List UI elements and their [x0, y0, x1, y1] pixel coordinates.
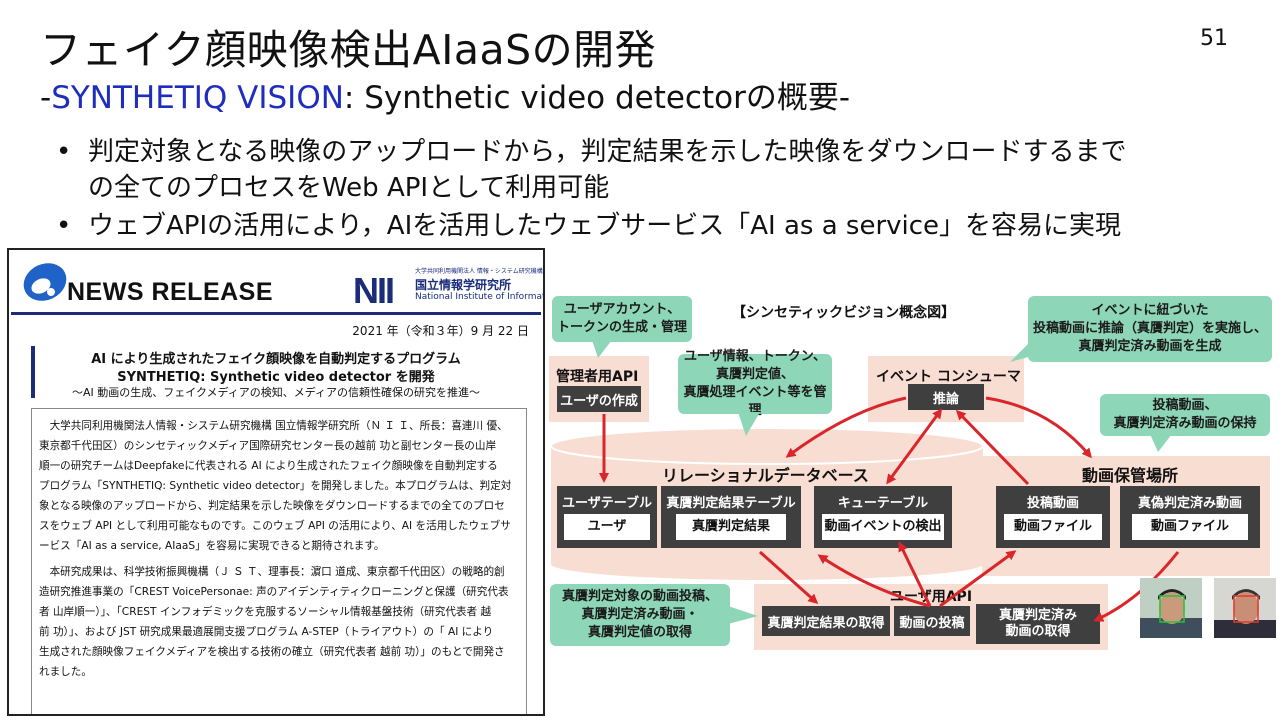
nii-org-japanese: 国立情報学研究所: [415, 278, 512, 292]
callout-line: 真贋判定値の取得: [587, 625, 692, 640]
release-headline-product: SYNTHETIQ: Synthetic video detector を開発: [117, 370, 435, 385]
nii-logo: NII: [353, 270, 395, 311]
bullet-text-line: 判定対象となる映像のアップロードから，判定結果を示した映像をダウンロードするまで: [88, 137, 1127, 167]
queue-table-item: 動画イベントの検出: [822, 514, 944, 540]
storage-label: 動画保管場所: [1082, 466, 1179, 485]
judgement-result-table-name: 真贋判定結果テーブル: [666, 496, 796, 511]
release-body-line: プログラム「SYNTHETIQ: Synthetic video detecto…: [39, 480, 512, 492]
diagram-title: 【シンセティックビジョン概念図】: [732, 305, 956, 321]
judged-video-file-text: 動画ファイル: [1150, 519, 1229, 534]
callout-user-account: ユーザアカウント、トークンの生成・管理: [552, 296, 692, 342]
release-body-line: 前 功）」、および JST 研究成果最適展開支援プログラム A-STEP（トライ…: [39, 626, 494, 638]
release-body-line: 本研究成果は、科学技術振興機構（Ｊ Ｓ Ｔ、理事長：濵口 道成、東京都千代田区）…: [49, 566, 505, 578]
callout-storage: 投稿動画、真贋判定済み動画の保持: [1100, 394, 1270, 436]
bullet-text-line: ウェブAPIの活用により，AIを活用したウェブサービス「AI as a serv…: [88, 211, 1122, 241]
release-body-line: ービス「AI as a service, AIaaS」を容易に実現できると期待さ…: [39, 540, 385, 552]
posted-video-file-text: 動画ファイル: [1013, 519, 1092, 534]
release-body-line: 造研究推進事業の「CREST VoicePersonae: 声のアイデンティティ…: [39, 586, 509, 598]
callout-line: 真贋処理イベント等を管理: [683, 385, 827, 418]
release-date: 2021 年（令和３年）9 月 22 日: [352, 324, 529, 338]
release-headline: AI により生成されたフェイク顔映像を自動判定するプログラム: [91, 352, 461, 367]
callout-line: 真贋判定対象の動画投稿、: [561, 589, 718, 604]
headline-accent-bar: [31, 346, 35, 398]
bullet-item: • ウェブAPIの活用により，AIを活用したウェブサービス「AI as a se…: [56, 208, 1256, 244]
face-icon: [1140, 578, 1202, 638]
user-api-post-video: 動画の投稿: [894, 606, 970, 636]
callout-user-api: 真贋判定対象の動画投稿、真贋判定済み動画・真贋判定値の取得: [550, 584, 730, 646]
subtitle-product-name: SYNTHETIQ VISION: [51, 80, 344, 116]
bullet-text-line: の全てのプロセスをWeb APIとして利用可能: [88, 173, 610, 203]
bullet-item: • 判定対象となる映像のアップロードから，判定結果を示した映像をダウンロードする…: [56, 134, 1256, 206]
face-thumbnail-fake: [1214, 578, 1276, 638]
bullet-dot-icon: •: [56, 137, 72, 167]
release-body-line: 者 山岸順一）」、「CREST インフォデミックを克服するソーシャル情報基盤技術…: [39, 606, 492, 618]
user-api-get-judged-video: 真贋判定済み 動画の取得: [976, 604, 1100, 644]
face-icon: [1214, 578, 1276, 638]
callout-event-inference: イベントに紐づいた投稿動画に推論（真贋判定）を実施し、真贋判定済み動画を生成: [1028, 296, 1272, 362]
divider: [11, 312, 541, 315]
callout-line: 真贋判定済み動画の保持: [1113, 416, 1257, 431]
callout-line: 真贋判定済み動画・: [581, 607, 699, 622]
callout-line: イベントに紐づいた: [1091, 303, 1209, 318]
admin-api-user-create: ユーザの作成: [557, 386, 641, 412]
release-subheadline: ～AI 動画の生成、フェイクメディアの検知、メディアの信頼性確保の研究を推進～: [71, 386, 481, 399]
slide-title: フェイク顔映像検出AIaaSの開発: [40, 26, 657, 74]
bullet-dot-icon: •: [56, 211, 72, 241]
face-thumbnail-real: [1140, 578, 1202, 638]
nii-org-parent: 大学共同利用機関法人 情報・システム研究機構: [415, 268, 543, 275]
admin-api-item-text: ユーザの作成: [560, 393, 638, 409]
posted-video-store-name: 投稿動画: [1026, 496, 1079, 511]
user-table-item: ユーザ: [564, 514, 650, 540]
inference-box: 推論: [908, 384, 984, 410]
news-release-image: NEWS RELEASE NII 大学共同利用機関法人 情報・システム研究機構 …: [7, 248, 545, 716]
judgement-result-item-text: 真贋判定結果: [691, 519, 770, 534]
user-table-item-text: ユーザ: [587, 519, 627, 534]
release-body-line: れました。: [39, 666, 92, 678]
user-table-name: ユーザテーブル: [562, 496, 652, 511]
subtitle-rest: : Synthetic video detectorの概要-: [343, 80, 851, 116]
release-body-line: 順一の研究チームはDeepfakeに代表される AI により生成されたフェイク顔…: [39, 460, 498, 472]
callout-user-info: ユーザ情報、トークン、真贋判定値、真贋処理イベント等を管理: [678, 349, 832, 418]
inference-text: 推論: [932, 391, 959, 407]
release-body-line: スをウェブ API として利用可能なものです。このウェブ API の活用により、…: [39, 520, 511, 532]
release-body-line: 象となる映像のアップロードから、判定結果を示した映像をダウンロードするまでの全て…: [39, 500, 505, 512]
callout-line: 投稿動画に推論（真贋判定）を実施し、: [1032, 321, 1267, 336]
callout-line: 真贋判定値、: [715, 367, 794, 382]
callout-line: トークンの生成・管理: [556, 320, 687, 335]
page-number: 51: [1200, 26, 1228, 51]
queue-table-item-text: 動画イベントの検出: [824, 519, 942, 534]
callout-line: 真贋判定済み動画を生成: [1078, 339, 1222, 354]
release-body-line: 東京都千代田区）のシンセティックメディア国際研究センター長の越前 功と副センター…: [39, 440, 497, 452]
judgement-result-table-item: 真贋判定結果: [676, 514, 786, 540]
subtitle-dash: -: [40, 80, 52, 116]
news-logo-icon: [23, 263, 67, 301]
user-api-label: ユーザ用API: [890, 589, 973, 605]
release-body-line: 生成された顔映像フェイクメディアを検出する技術の確立（研究代表者 越前 功）」の…: [39, 646, 505, 658]
callout-line: 投稿動画、: [1152, 398, 1218, 413]
admin-api-label: 管理者用API: [556, 369, 639, 385]
posted-video-file: 動画ファイル: [1004, 514, 1102, 540]
release-body-line: 大学共同利用機関法人情報・システム研究機構 国立情報学研究所（Ｎ Ｉ Ｉ、所長：…: [49, 420, 508, 432]
news-release-header: NEWS RELEASE: [67, 278, 274, 306]
nii-org-english: National Institute of Informatics: [415, 292, 545, 302]
database-label: リレーショナルデータベース: [662, 466, 869, 485]
callout-line: ユーザアカウント、: [563, 302, 681, 317]
user-api-post-video-text: 動画の投稿: [899, 615, 965, 631]
event-consumer-label: イベント コンシューマ: [876, 369, 1021, 385]
user-api-get-result-text: 真贋判定結果の取得: [767, 615, 885, 631]
slide-subtitle: -SYNTHETIQ VISION: Synthetic video detec…: [40, 72, 850, 117]
callout-line: ユーザ情報、トークン、: [684, 349, 826, 364]
user-api-get-result: 真贋判定結果の取得: [762, 606, 890, 636]
release-body-frame: [31, 408, 527, 714]
queue-table-name: キューテーブル: [837, 496, 929, 511]
judged-video-store-name: 真偽判定済み動画: [1137, 496, 1242, 511]
user-api-get-judged-video-text: 真贋判定済み 動画の取得: [998, 608, 1077, 639]
judged-video-file: 動画ファイル: [1132, 514, 1248, 540]
